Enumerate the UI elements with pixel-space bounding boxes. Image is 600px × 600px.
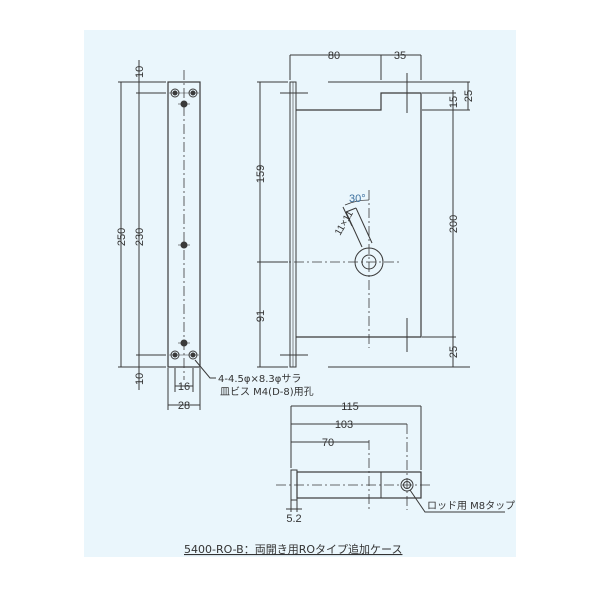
dim-hole-span: 230 bbox=[134, 228, 146, 246]
dim-lower-height: 91 bbox=[255, 310, 267, 322]
dim-top-notch: 35 bbox=[394, 50, 406, 62]
dim-upper-height: 159 bbox=[255, 165, 267, 183]
front-plate-view bbox=[118, 60, 216, 410]
dim-top-offset: 10 bbox=[134, 66, 146, 78]
dim-body-height: 200 bbox=[448, 215, 460, 233]
countersunk-hole-icon bbox=[169, 350, 199, 360]
dim-overall-height: 250 bbox=[116, 228, 128, 246]
tap-note: ロッド用 M8タップ bbox=[427, 500, 515, 512]
dim-top-offset-right: 25 bbox=[463, 90, 475, 102]
hole-note-line1: 4-4.5φ×8.3φサラ bbox=[218, 373, 301, 385]
dim-bottom-offset-right: 25 bbox=[448, 346, 460, 358]
dim-hole-pitch: 16 bbox=[178, 381, 190, 393]
dim-overall-length: 115 bbox=[341, 401, 359, 413]
dim-plate-width: 28 bbox=[178, 400, 190, 412]
side-view bbox=[257, 54, 470, 368]
hole-note-line2: 皿ビス M4(D-8)用孔 bbox=[220, 386, 314, 398]
countersunk-hole-icon bbox=[169, 88, 199, 98]
dim-tap-position: 103 bbox=[335, 419, 353, 431]
dim-bottom-offset: 10 bbox=[134, 373, 146, 385]
dim-angle: 30° bbox=[349, 193, 366, 205]
dim-top-width: 80 bbox=[328, 50, 340, 62]
drawing-caption: 5400-RO-B：両開き用ROタイプ追加ケース bbox=[184, 542, 402, 556]
drawing-panel bbox=[84, 30, 516, 557]
dim-mid-position: 70 bbox=[322, 437, 334, 449]
dim-notch-depth: 15 bbox=[448, 96, 460, 108]
rod-view bbox=[276, 405, 505, 513]
dim-flange-thickness: 5.2 bbox=[286, 513, 301, 525]
dim-square-size: 11×11 bbox=[333, 209, 356, 238]
drive-hole-icon bbox=[354, 247, 384, 277]
